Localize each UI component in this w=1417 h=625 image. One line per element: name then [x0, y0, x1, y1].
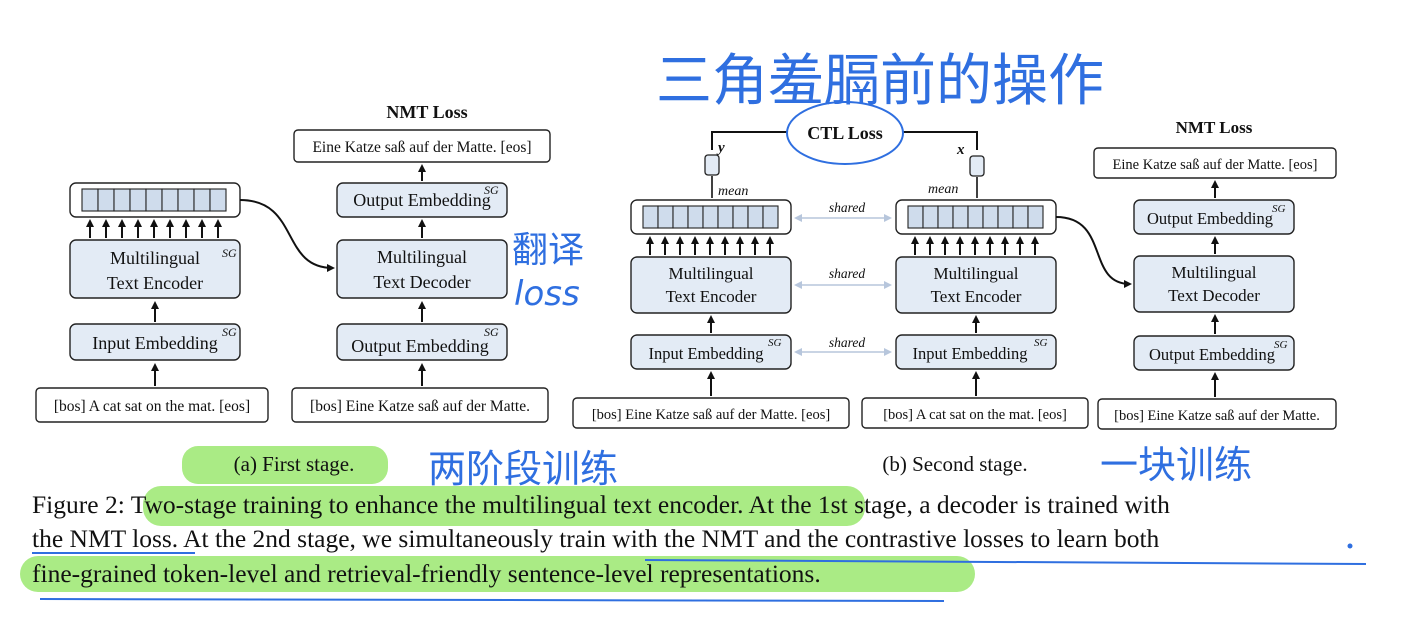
left-encoder-line1: Multilingual [669, 264, 754, 283]
text-decoder-box [336, 239, 508, 299]
caption-b: (b) Second stage. [882, 452, 1027, 476]
left-text-encoder-box [630, 256, 792, 314]
source-sentence-box [35, 387, 269, 423]
handwritten-joint-training: 一块训练 [1100, 443, 1252, 487]
source-sentence: [bos] A cat sat on the mat. [eos] [54, 398, 250, 415]
input-embedding-label: Input Embedding [92, 333, 217, 353]
output-embedding-bottom-label: Output Embedding [351, 336, 489, 356]
caption-line1-highlight [143, 486, 865, 526]
output-embedding-top-label-b: Output Embedding [1147, 209, 1273, 228]
text-decoder-box-b [1133, 255, 1295, 313]
decoder-label-line1-b: Multilingual [1172, 263, 1257, 282]
ctl-loss-label: CTL Loss [807, 123, 883, 143]
mean-label-right: mean [928, 182, 958, 197]
left-input-sentence: [bos] Eine Katze saß auf der Matte. [eos… [592, 407, 830, 423]
output-embedding-bottom-box-b [1133, 335, 1295, 371]
sg-tag: SG [1274, 339, 1288, 351]
mid-encoder-line2: Text Encoder [931, 287, 1022, 306]
handwritten-two-stage: 两阶段训练 [428, 447, 618, 491]
sg-tag: SG [768, 337, 782, 349]
figure-caption: Figure 2: Two-stage training to enhance … [32, 490, 1170, 588]
caption-a: (a) First stage. [234, 452, 355, 476]
nmt-loss-title-b: NMT Loss [1176, 118, 1253, 137]
panel-b: CTL Loss y x mean mean Mul [572, 101, 1337, 476]
left-input-embedding-label: Input Embedding [648, 344, 763, 363]
output-embedding-bottom-box [336, 323, 508, 361]
mid-text-encoder-box [895, 256, 1057, 314]
sg-tag: SG [484, 183, 499, 197]
text-encoder-box [69, 239, 241, 299]
sg-tag: SG [1272, 203, 1286, 215]
shared-label-vector: shared [829, 200, 865, 215]
target-sentence-box-b [1093, 147, 1337, 179]
decoder-label-line2-b: Text Decoder [1168, 286, 1260, 305]
decoder-input-box [291, 387, 549, 423]
handwritten-top-note: 三角羞膈前的操作 [656, 49, 1104, 114]
mid-input-sentence: [bos] A cat sat on the mat. [eos] [883, 407, 1067, 423]
mean-label-left: mean [718, 184, 748, 199]
caption-a-highlight [182, 446, 388, 484]
nmt-loss-title: NMT Loss [386, 102, 467, 122]
target-sentence: Eine Katze saß auf der Matte. [eos] [312, 139, 531, 156]
handwritten-translation-loss-2: loss [514, 274, 580, 314]
handwritten-translation-loss-1: 翻译 [512, 230, 584, 271]
encoder-label-line2: Text Encoder [107, 273, 203, 293]
sg-tag: SG [484, 325, 499, 339]
encoder-label-line1: Multilingual [110, 248, 200, 268]
token-cells [81, 188, 227, 212]
encoder-to-decoder-arrow [239, 199, 335, 272]
decoder-input-sentence: [bos] Eine Katze saß auf der Matte. [310, 398, 530, 415]
left-input-embedding-box [630, 334, 792, 370]
mid-input-embedding-box [895, 334, 1057, 370]
decoder-label-line2: Text Decoder [373, 272, 470, 292]
y-label: y [716, 140, 725, 156]
decoder-input-sentence-b: [bos] Eine Katze saß auf der Matte. [1114, 408, 1320, 424]
output-embedding-top-box-b [1133, 199, 1295, 235]
sg-tag: SG [1034, 337, 1048, 349]
pooled-y-vector [704, 154, 720, 176]
input-embedding-box [69, 323, 241, 361]
left-input-sentence-box [572, 397, 850, 429]
underline-line3 [39, 598, 945, 602]
caption-line2: the NMT loss. At the 2nd stage, we simul… [32, 524, 1160, 553]
sg-tag: SG [222, 325, 237, 339]
decoder-label-line1: Multilingual [377, 247, 467, 267]
output-embedding-bottom-label-b: Output Embedding [1149, 345, 1275, 364]
caption-line1: Figure 2: Two-stage training to enhance … [32, 490, 1170, 519]
underline-line2 [644, 559, 1367, 565]
pooled-x-vector [969, 155, 985, 177]
sg-tag: SG [222, 246, 237, 260]
output-embedding-top-label: Output Embedding [353, 190, 491, 210]
panel-a: Multilingual Text Encoder SG Input Embed… [35, 102, 551, 476]
target-sentence-box [293, 129, 551, 163]
mid-input-embedding-label: Input Embedding [912, 344, 1027, 363]
shared-label-encoder: shared [829, 266, 865, 281]
mid-input-sentence-box [861, 397, 1089, 429]
mid-encoder-line1: Multilingual [934, 264, 1019, 283]
shared-label-embedding: shared [829, 335, 865, 350]
target-sentence-b: Eine Katze saß auf der Matte. [eos] [1113, 157, 1318, 173]
output-embedding-top-box [336, 182, 508, 218]
encoder-to-decoder-arrow-b [1055, 216, 1132, 288]
ctl-loss-ellipse [786, 101, 904, 165]
token-arrows [86, 219, 222, 238]
left-encoder-line2: Text Encoder [666, 287, 757, 306]
x-label: x [956, 142, 965, 158]
caption-line3-highlight [20, 556, 975, 592]
decoder-input-box-b [1097, 398, 1337, 430]
caption-line3: fine-grained token-level and retrieval-f… [32, 559, 821, 588]
